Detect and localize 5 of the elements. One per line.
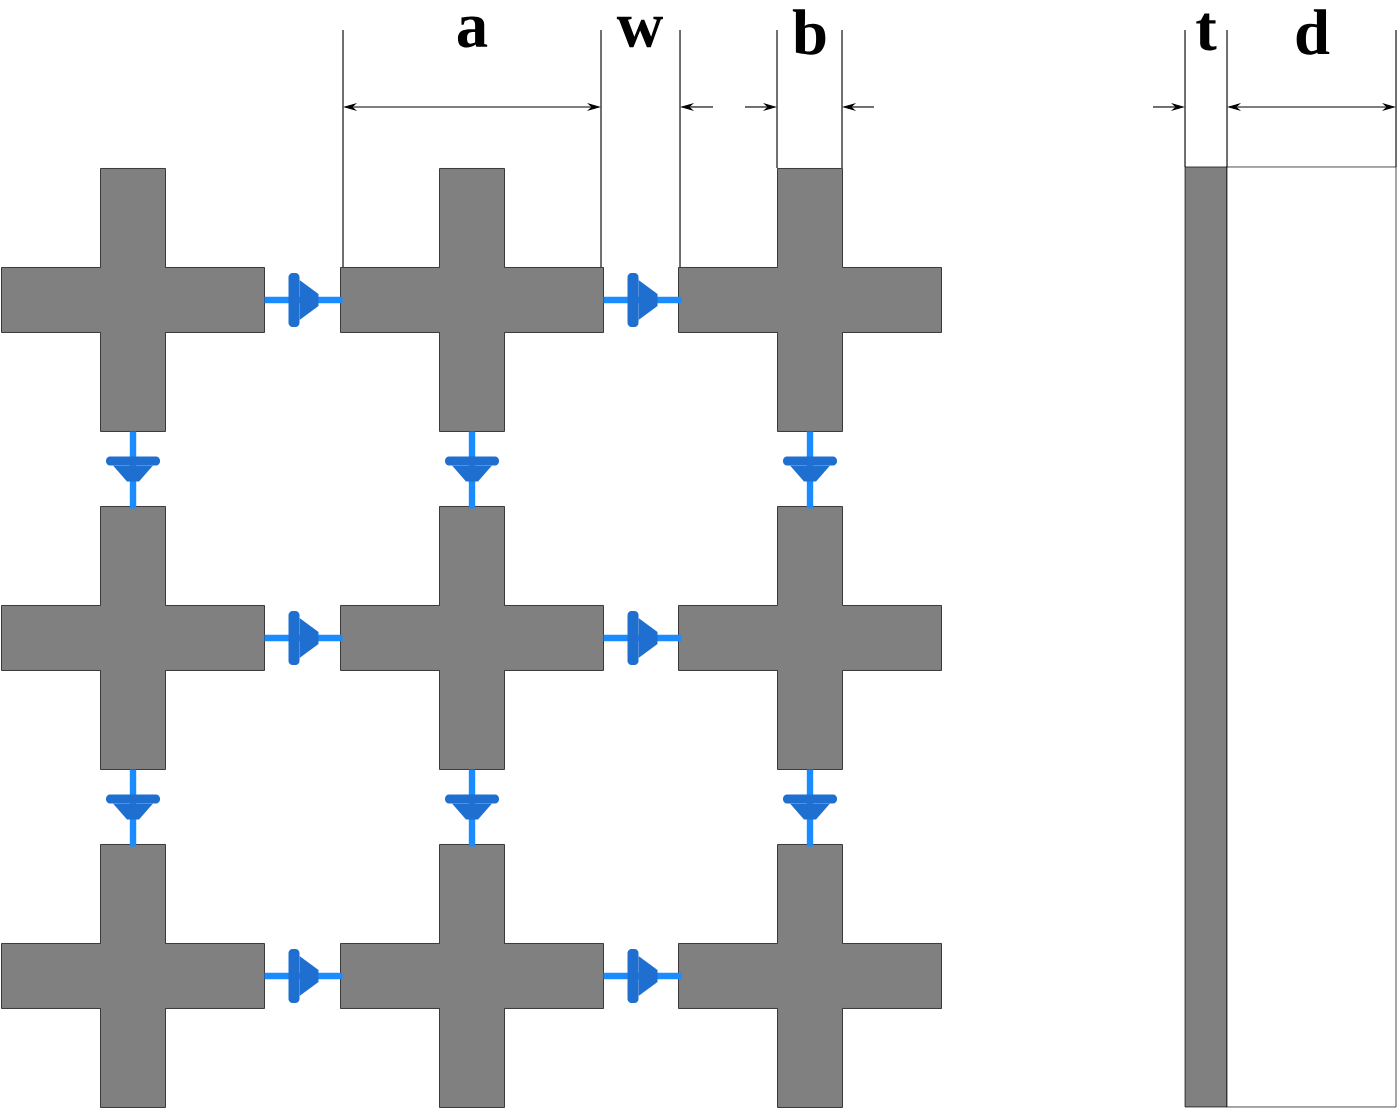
dimension-label: a bbox=[457, 16, 488, 48]
dimension-label: t bbox=[1196, 13, 1217, 51]
dimension-label: w bbox=[616, 16, 663, 48]
dimension-label: b bbox=[792, 9, 826, 55]
dimension-label: d bbox=[1296, 9, 1330, 55]
